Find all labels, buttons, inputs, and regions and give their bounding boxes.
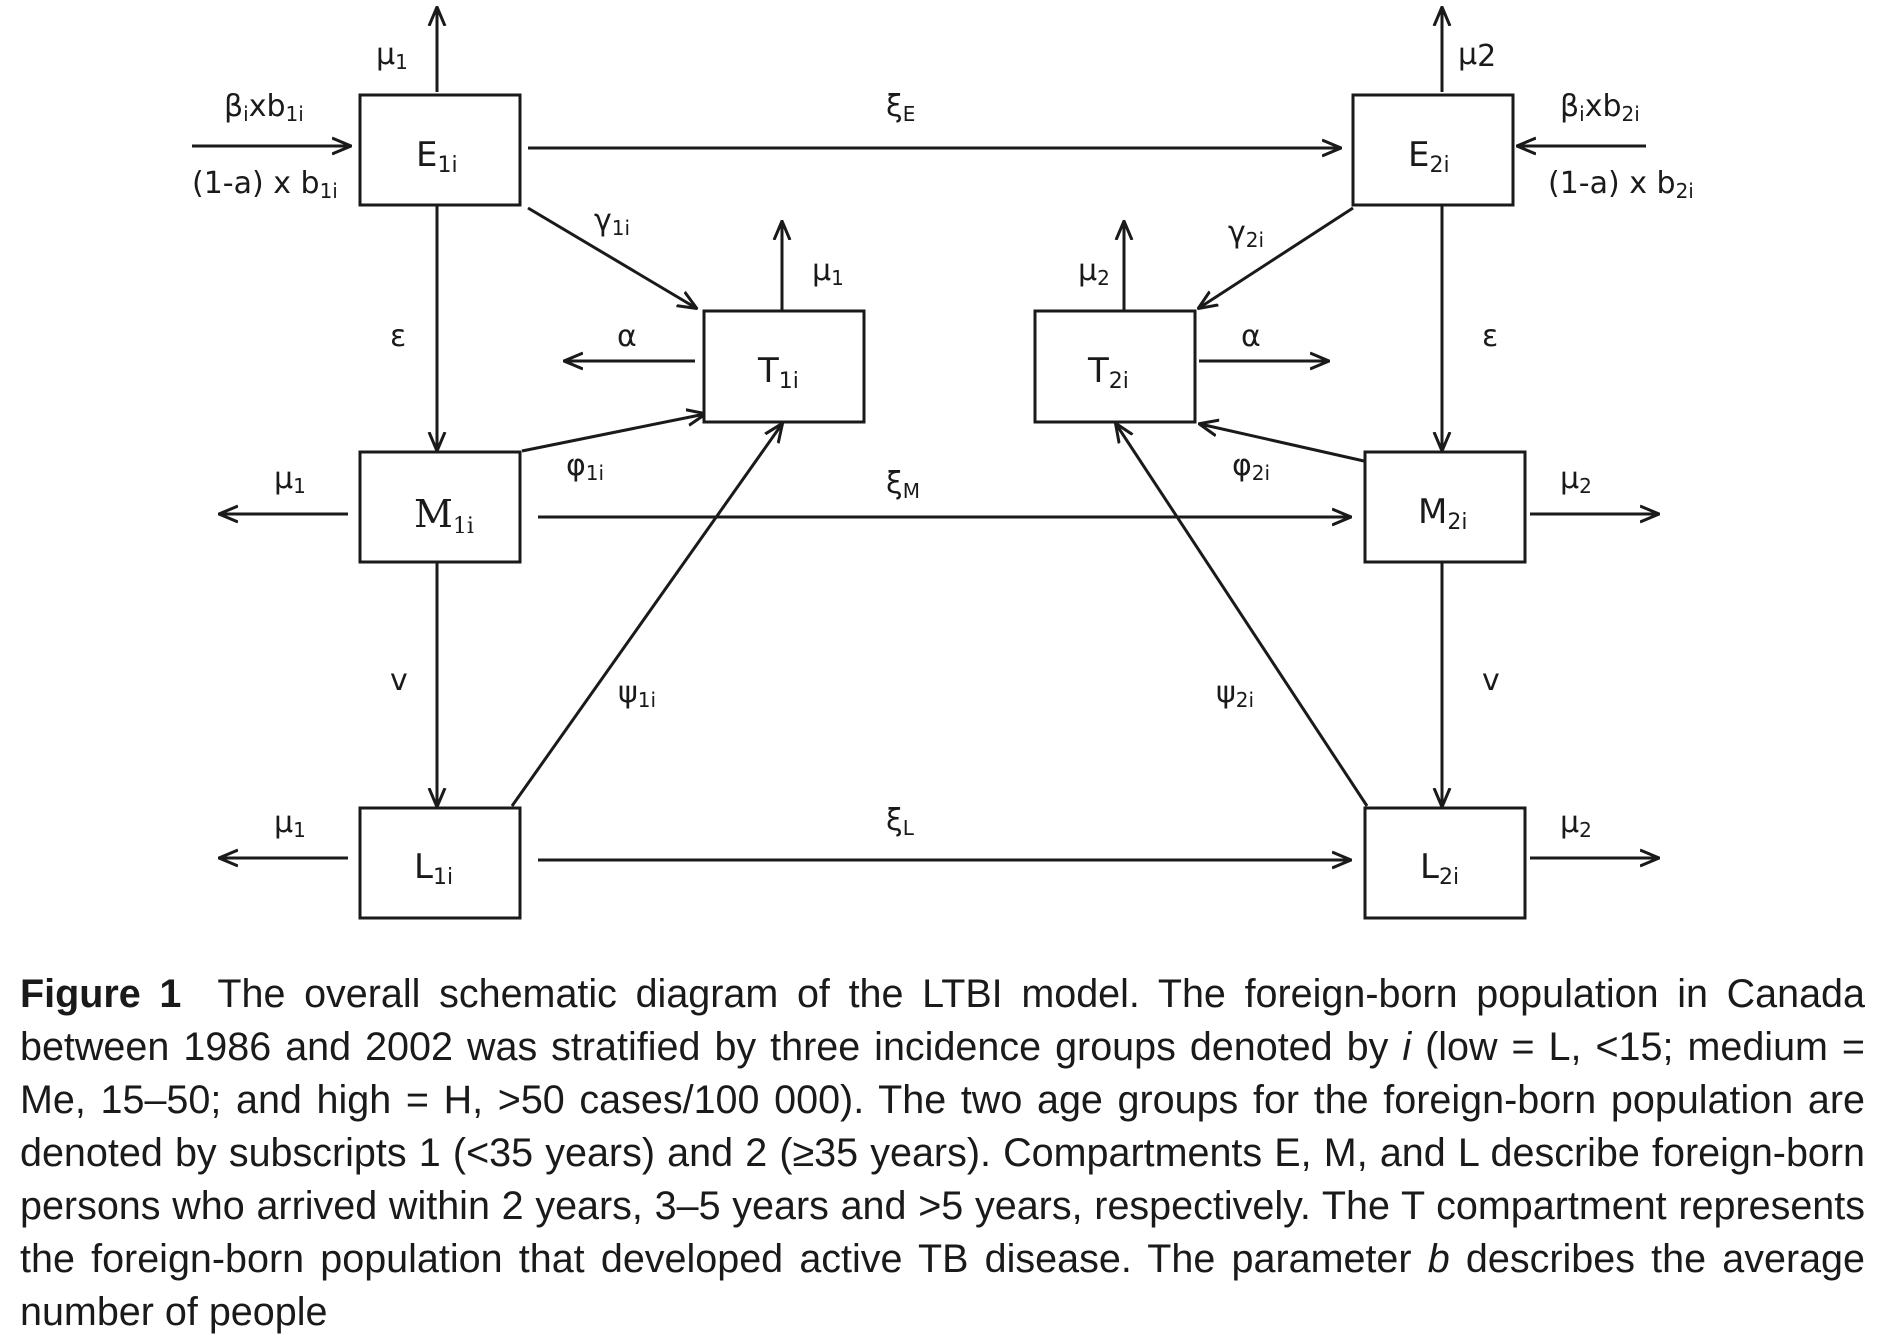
flow-arrows: [192, 8, 1658, 860]
rate-mu2-l2: μ2: [1560, 805, 1592, 842]
arrow-m2-to-t2: [1200, 424, 1365, 463]
compartment-l2-label: L2i: [1420, 847, 1459, 890]
rate-gamma2: γ2i: [1228, 215, 1264, 252]
rate-gamma1: γ1i: [594, 203, 630, 240]
rate-inflow1-bottom: (1-a) x b1i: [192, 166, 338, 203]
compartment-t2: T2i: [1033, 309, 1197, 424]
arrow-l2-to-t2: [1116, 424, 1369, 807]
rate-psi1: ψ1i: [618, 675, 656, 712]
caption-text-3: describes the average number of people: [20, 1237, 1865, 1334]
caption-text-2: (low = L, <15; medium = Me, 15–50; and h…: [20, 1025, 1865, 1281]
rate-mu1-e1: μ1: [376, 37, 408, 74]
compartment-t1-label: T1i: [757, 351, 799, 394]
rate-nu1: v: [390, 663, 408, 698]
compartment-m1: M1i: [358, 450, 522, 564]
rate-inflow2-bottom: (1-a) x b2i: [1548, 166, 1694, 203]
rate-mu1-m1: μ1: [274, 461, 306, 498]
rate-mu2-m2: μ2: [1560, 461, 1592, 498]
arrow-l1-to-t1: [510, 424, 782, 807]
arrow-e2-to-t2: [1199, 206, 1354, 308]
compartment-e1: E1i: [358, 93, 522, 207]
rate-xi-e: ξE: [886, 89, 915, 126]
rate-alpha2: α: [1241, 319, 1261, 354]
compartment-m2: M2i: [1363, 450, 1527, 564]
rate-epsilon1: ε: [390, 319, 406, 354]
compartment-l1-label: L1i: [414, 847, 453, 890]
arrow-e1-to-t1: [527, 206, 696, 308]
rate-nu2: v: [1482, 663, 1500, 698]
caption-italic-i: i: [1402, 1025, 1412, 1069]
rate-phi2: φ2i: [1232, 448, 1270, 485]
rate-inflow2-top: βixb2i: [1560, 89, 1640, 126]
arrow-m1-to-t1: [521, 414, 705, 453]
rate-epsilon2: ε: [1482, 319, 1498, 354]
rate-phi1: φ1i: [566, 448, 604, 485]
compartment-e2: E2i: [1351, 93, 1515, 207]
rate-labels: μ1 μ2 βixb1i (1-a) x b1i βixb2i (1-a) x …: [192, 37, 1694, 842]
rate-alpha1: α: [617, 319, 637, 354]
rate-xi-l: ξL: [886, 803, 915, 840]
rate-psi2: ψ2i: [1216, 675, 1254, 712]
rate-xi-m: ξM: [886, 466, 920, 503]
caption-text-1: The overall schematic diagram of the LTB…: [20, 972, 1865, 1069]
rate-mu2-e2: μ2: [1458, 37, 1496, 74]
rate-mu2-t2: μ2: [1078, 253, 1110, 290]
compartment-m1-label: M1i: [414, 492, 474, 539]
compartment-l1: L1i: [358, 806, 522, 920]
ltbi-model-diagram: E1i E2i T1i T2i M1i M2i L1i L2i μ1 μ2 βi…: [192, 0, 1694, 920]
compartment-t2-label: T2i: [1087, 351, 1129, 394]
rate-mu1-t1: μ1: [812, 253, 844, 290]
compartment-t1: T1i: [702, 309, 866, 424]
rate-inflow1-top: βixb1i: [224, 89, 304, 126]
rate-mu1-l1: μ1: [274, 805, 306, 842]
caption-italic-b: b: [1427, 1237, 1450, 1281]
figure-label: Figure 1: [20, 972, 182, 1016]
compartment-l2: L2i: [1363, 806, 1527, 920]
compartment-e2-label: E2i: [1408, 135, 1450, 178]
compartment-e1-label: E1i: [416, 135, 458, 178]
compartment-m2-label: M2i: [1418, 492, 1467, 535]
